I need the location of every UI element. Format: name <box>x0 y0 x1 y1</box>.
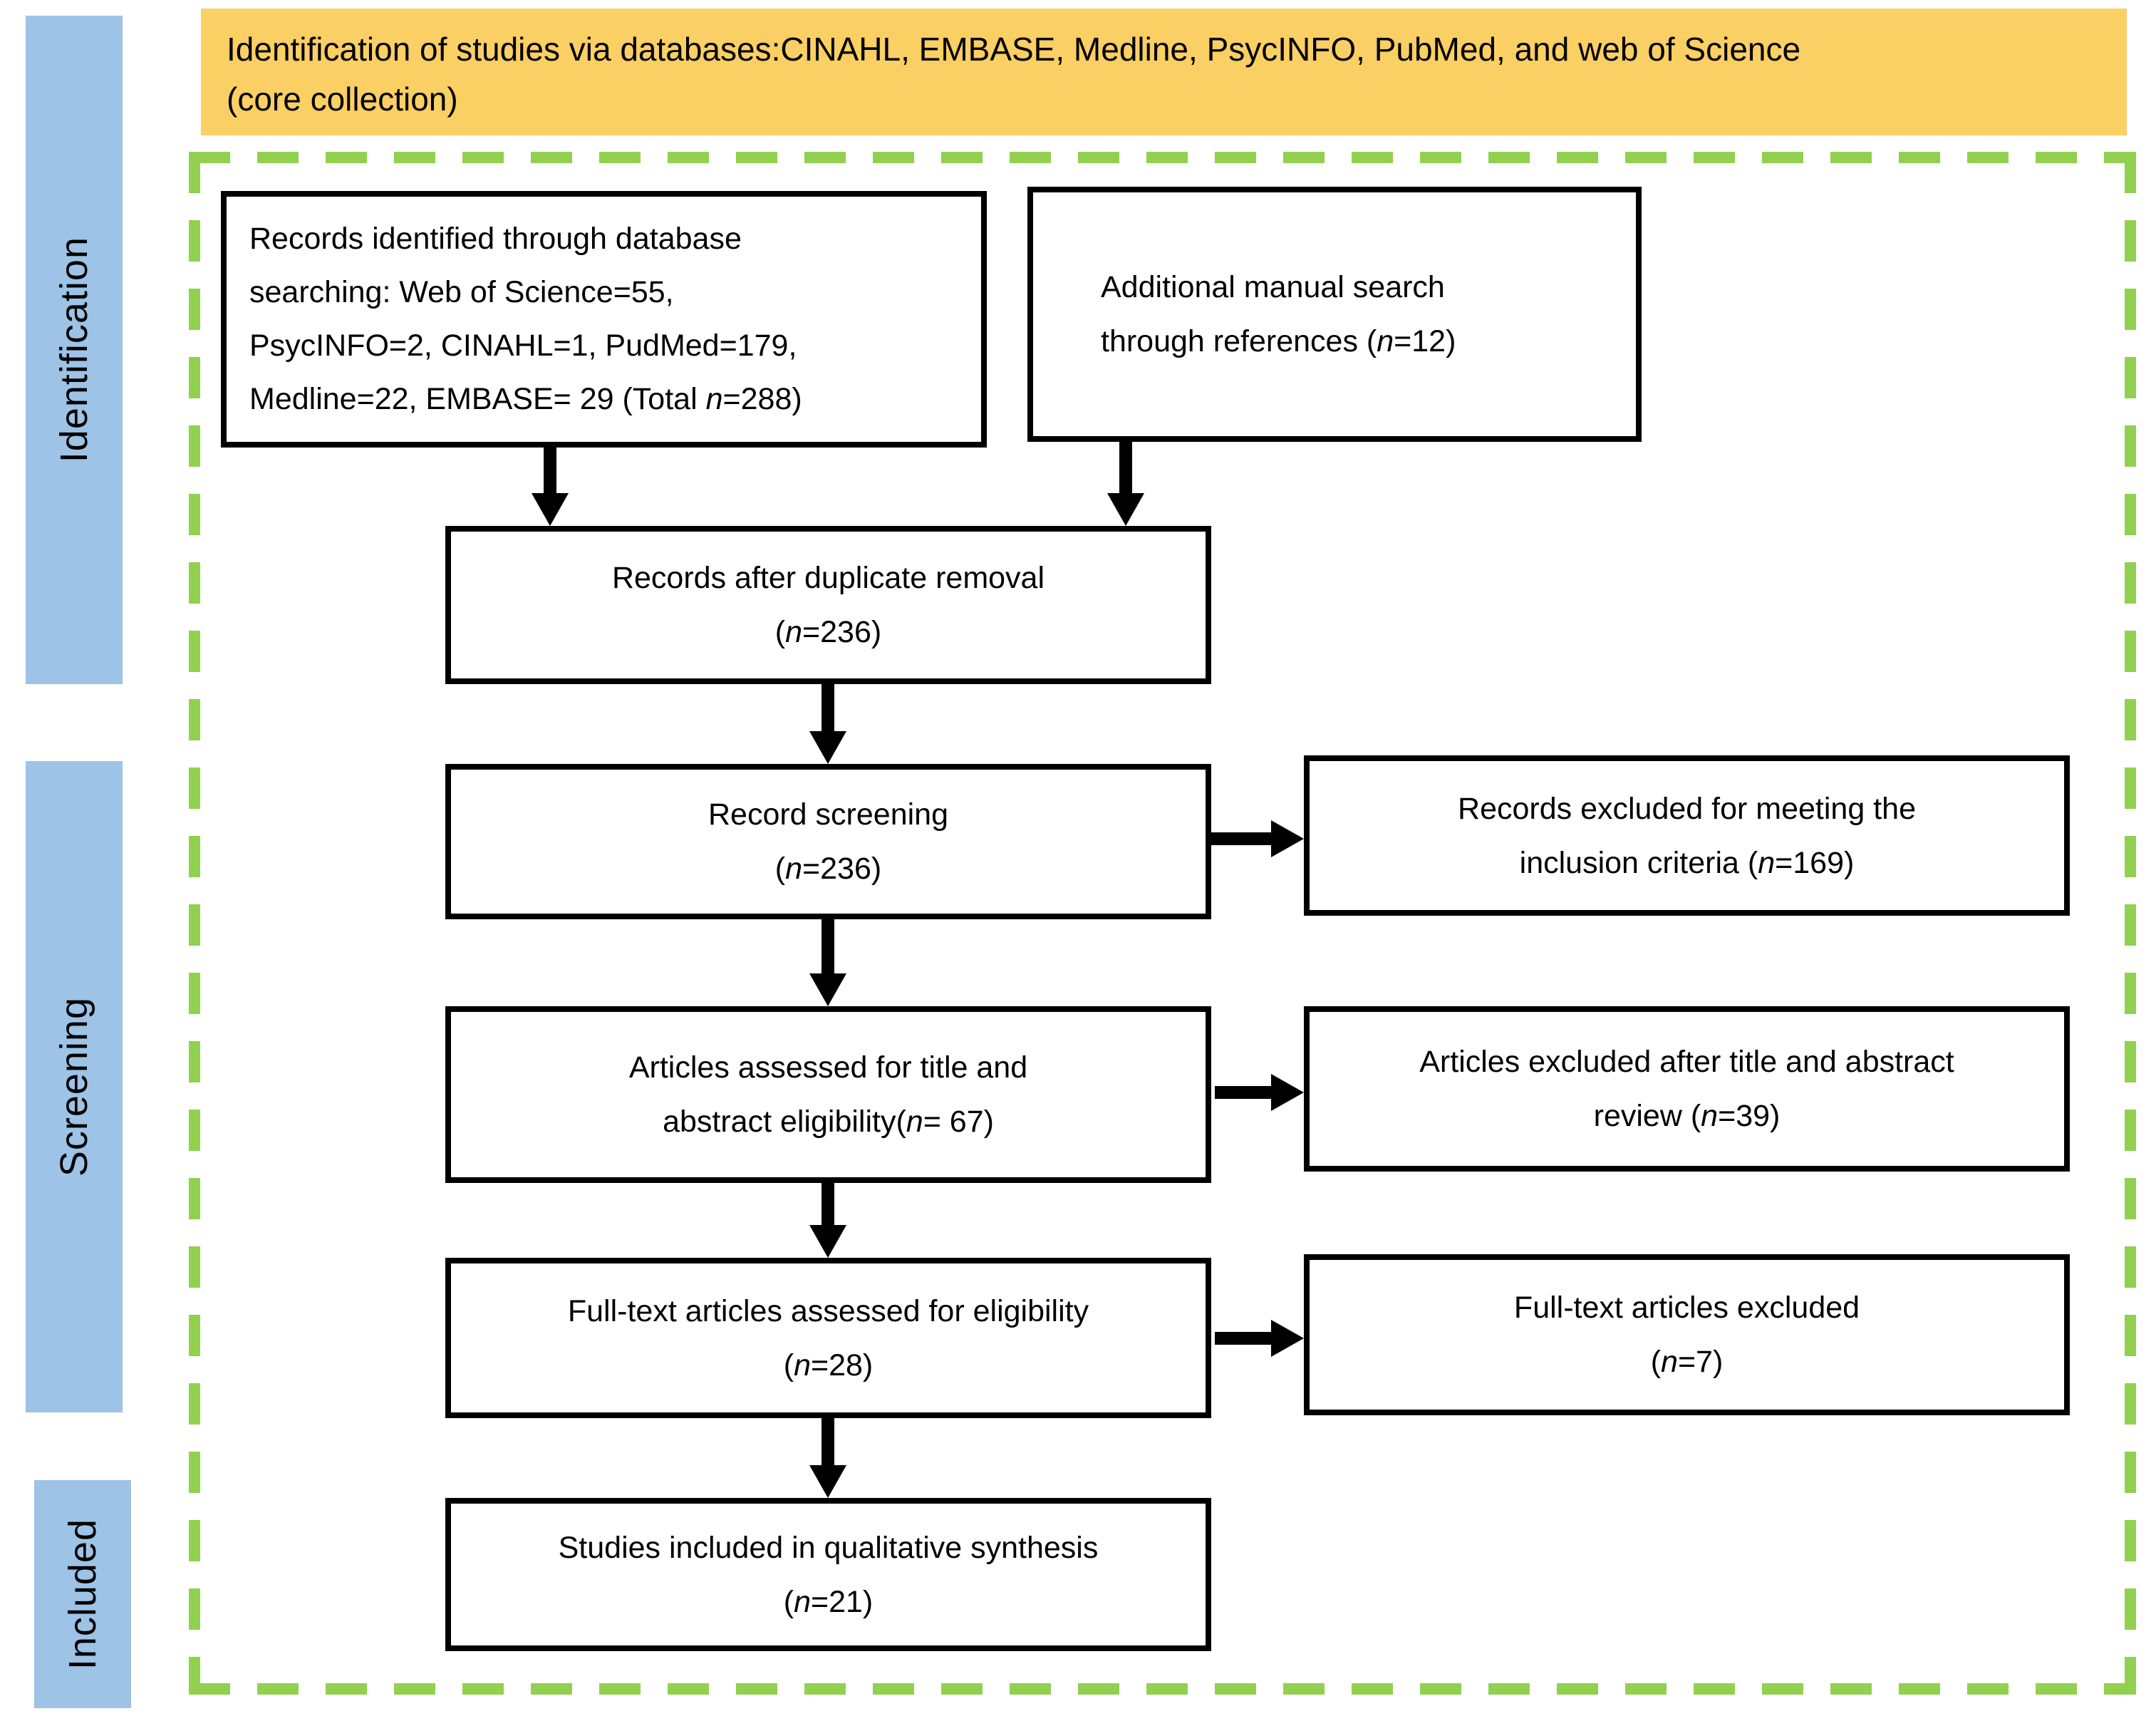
box-text-line: Articles assessed for title and <box>628 1050 1028 1085</box>
arrow-head-right-icon <box>1271 820 1304 857</box>
arrow-shaft <box>822 1183 834 1225</box>
arrow-head-down-icon <box>809 1465 846 1498</box>
arrow-shaft <box>544 448 556 493</box>
box-duplicate-removal: Records after duplicate removal (n=236) <box>445 526 1211 684</box>
box-text-line: searching: Web of Science=55, <box>249 275 674 309</box>
stage-label-identification: Identification <box>53 237 95 463</box>
box-text-line: Studies included in qualitative synthesi… <box>558 1530 1099 1565</box>
box-fulltext-excluded: Full-text articles excluded (n=7) <box>1304 1254 2070 1415</box>
box-text-line: PsycINFO=2, CINAHL=1, PudMed=179, <box>249 329 797 363</box>
box-text-line: Medline=22, EMBASE= 29 (Total n=288) <box>249 382 802 416</box>
arrow-head-right-icon <box>1271 1074 1304 1111</box>
arrow-head-right-icon <box>1271 1320 1304 1357</box>
box-title-abstract-eligibility: Articles assessed for title and abstract … <box>445 1006 1211 1183</box>
box-text-line: (n=236) <box>774 852 882 886</box>
box-text-line: Record screening <box>708 797 948 832</box>
box-text-line: Records after duplicate removal <box>611 561 1045 595</box>
box-text-line: (n=7) <box>1650 1345 1724 1379</box>
box-qualitative-synthesis: Studies included in qualitative synthesi… <box>445 1498 1211 1651</box>
box-fulltext-assessed: Full-text articles assessed for eligibil… <box>445 1258 1211 1418</box>
right-arrow-fulltext-to-excluded <box>1215 1320 1304 1357</box>
arrow-shaft <box>822 1418 834 1465</box>
right-arrow-screening-to-excluded <box>1211 820 1304 857</box>
right-arrow-title-to-excluded <box>1215 1074 1304 1111</box>
stage-label-screening: Screening <box>53 996 95 1177</box>
down-arrow-screening-to-title-abstract <box>809 919 846 1006</box>
box-text-line: Articles excluded after title and abstra… <box>1419 1045 1954 1079</box>
stage-bar-included: Included <box>34 1480 131 1708</box>
arrow-shaft <box>1215 1332 1271 1345</box>
box-text-line: Records identified through database <box>249 222 742 256</box>
box-text-line: (n=28) <box>783 1348 874 1382</box>
box-records-excluded: Records excluded for meeting the inclusio… <box>1304 755 2070 916</box>
box-manual-search: Additional manual search through referenc… <box>1027 187 1642 442</box>
box-articles-excluded: Articles excluded after title and abstra… <box>1304 1006 2070 1172</box>
arrow-head-down-icon <box>809 973 846 1006</box>
header-title-line-1: Identification of studies via databases:… <box>227 31 1801 68</box>
arrow-shaft <box>1119 442 1132 493</box>
box-text-line: review (n=39) <box>1593 1099 1781 1133</box>
box-text-line: Records excluded for meeting the <box>1458 791 1916 826</box>
down-arrow-database-to-duplicates <box>532 448 569 526</box>
down-arrow-duplicates-to-screening <box>809 684 846 764</box>
box-text-line: through references (n=12) <box>1101 324 1456 358</box>
header-title-line-2: (core collection) <box>227 81 458 118</box>
box-text-line: Full-text articles assessed for eligibil… <box>567 1293 1089 1328</box>
arrow-head-down-icon <box>809 731 846 764</box>
box-text-line: Full-text articles excluded <box>1513 1291 1860 1325</box>
arrow-head-down-icon <box>532 493 569 526</box>
box-text-line: inclusion criteria (n=169) <box>1519 845 1855 880</box>
arrow-shaft <box>822 919 834 973</box>
box-text-line: Additional manual search <box>1101 270 1445 304</box>
box-record-screening: Record screening (n=236) <box>445 764 1211 919</box>
box-text-line: (n=236) <box>774 615 882 649</box>
down-arrow-fulltext-to-included <box>809 1418 846 1498</box>
stage-bar-identification: Identification <box>26 16 123 684</box>
arrow-shaft <box>1211 832 1271 845</box>
arrow-head-down-icon <box>1107 493 1144 526</box>
down-arrow-manual-to-duplicates <box>1107 442 1144 526</box>
arrow-shaft <box>1215 1086 1271 1099</box>
box-records-identified: Records identified through database searc… <box>221 191 987 448</box>
stage-label-included: Included <box>61 1518 104 1670</box>
down-arrow-title-to-fulltext <box>809 1183 846 1258</box>
arrow-head-down-icon <box>809 1225 846 1258</box>
box-text-line: (n=21) <box>783 1584 874 1619</box>
stage-bar-screening: Screening <box>26 761 123 1412</box>
header-banner: Identification of studies via databases:… <box>201 9 2127 135</box>
arrow-shaft <box>822 684 834 731</box>
box-text-line: abstract eligibility(n= 67) <box>663 1105 994 1139</box>
